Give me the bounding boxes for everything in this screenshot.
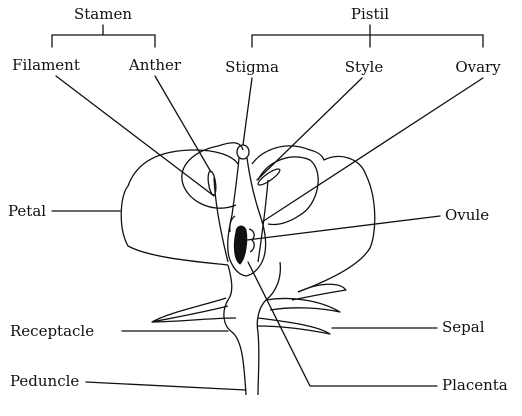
style-leader	[257, 78, 362, 180]
right-sepal-lower	[258, 318, 330, 334]
receptacle-right-edge	[257, 262, 280, 395]
style-label: Style	[345, 58, 384, 76]
left-sepal	[152, 298, 236, 322]
pistil-group-label: Pistil	[351, 5, 389, 23]
pistil-bracket	[252, 25, 483, 47]
right-sepal-upper	[292, 284, 346, 300]
sepal-label: Sepal	[442, 318, 485, 336]
filament-label: Filament	[12, 56, 80, 74]
placenta-label: Placenta	[442, 376, 508, 394]
stigma	[237, 145, 249, 159]
petal-label: Petal	[8, 202, 46, 220]
receptacle-label: Receptacle	[10, 322, 94, 340]
ovule-leader	[247, 216, 440, 240]
ovule-label: Ovule	[445, 206, 489, 224]
ovary-leader	[262, 78, 483, 222]
stigma-leader	[243, 78, 252, 145]
anther-label: Anther	[128, 56, 182, 74]
ovule-cluster	[234, 226, 246, 264]
stamen-group-label: Stamen	[74, 5, 132, 23]
ovule-right	[249, 229, 254, 252]
stigma-label: Stigma	[225, 58, 279, 76]
peduncle-label: Peduncle	[10, 372, 79, 390]
ovary-label: Ovary	[455, 58, 501, 76]
peduncle-leader	[86, 382, 246, 390]
style-right	[246, 158, 266, 276]
receptacle-left-edge	[224, 265, 246, 395]
left-petal	[121, 150, 238, 265]
stamen-bracket	[52, 25, 155, 47]
placenta-leader	[248, 262, 437, 386]
right-sepal	[266, 299, 340, 313]
